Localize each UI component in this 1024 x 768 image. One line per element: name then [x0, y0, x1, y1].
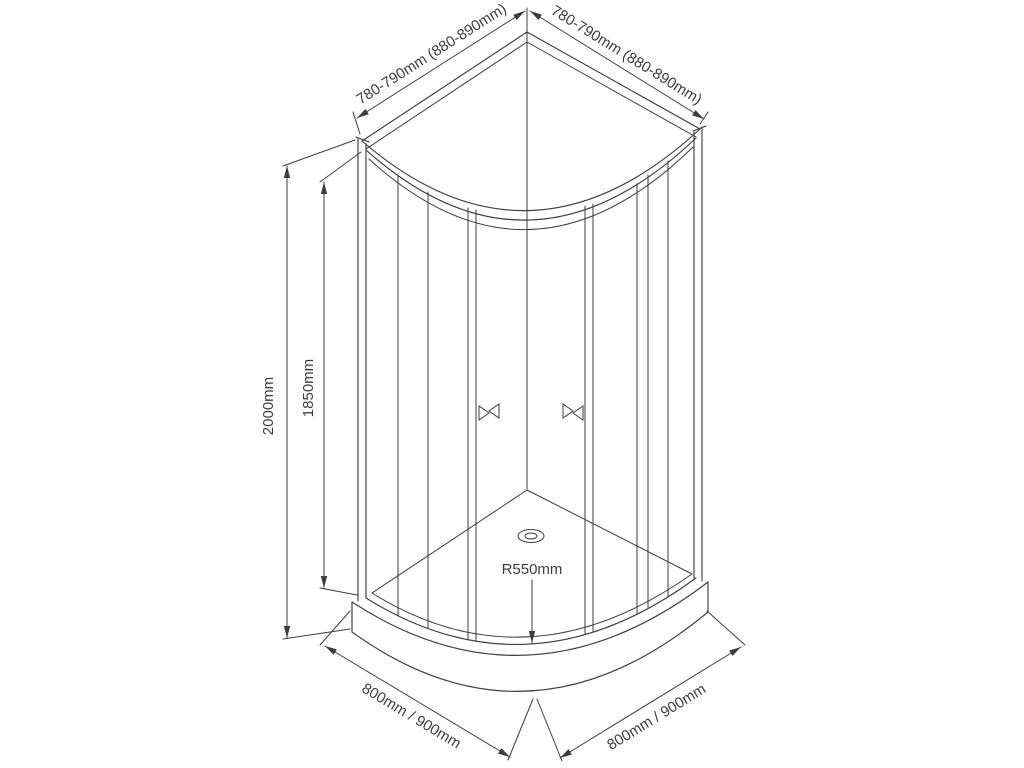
tray-rim-inner: [365, 577, 697, 646]
handle-knob: [562, 403, 574, 419]
dim-radius-label: R550mm: [502, 561, 563, 578]
extension-line: [706, 610, 746, 646]
rail-arc-inner: [365, 137, 697, 221]
tray-floor-left-edge: [371, 489, 528, 594]
handle-knob: [572, 405, 584, 421]
dim-height-glass-label: 1850mm: [300, 359, 317, 417]
dim-height-total-label: 2000mm: [260, 377, 277, 435]
tray-rim-outer: [351, 581, 709, 656]
tray-skirt-bottom: [351, 611, 709, 692]
extension-line: [319, 610, 351, 646]
extension-line: [282, 139, 356, 167]
dim-top-right: 780-790mm (880-890mm): [529, 2, 709, 125]
curved-top-rail: [361, 128, 701, 231]
handle-knob: [478, 405, 490, 421]
extension-line: [282, 628, 351, 640]
extension-line: [352, 111, 361, 135]
handle-knob: [488, 403, 500, 419]
rail-arc-outer: [361, 128, 701, 212]
dimension-line: [356, 10, 526, 119]
wall-top-edges: [361, 31, 701, 150]
dim-bottom-right-label: 800mm / 900mm: [604, 681, 709, 754]
left-wall-top-edge-inner: [365, 41, 528, 150]
left-frame-post: [355, 136, 370, 602]
drain: [517, 529, 545, 543]
dim-height-glass: 1850mm: [300, 151, 362, 596]
extension-line: [536, 698, 563, 762]
extension-line: [699, 111, 709, 125]
left-post-cap: [355, 136, 370, 143]
rail-arc-track: [368, 146, 694, 231]
right-frame-post: [692, 125, 707, 582]
dim-radius: R550mm: [502, 561, 563, 644]
door-handle-right: [562, 403, 584, 421]
drain-inner-ring: [524, 532, 538, 540]
dimension-line: [324, 645, 511, 758]
dimension-line: [559, 646, 742, 759]
drain-outer-ring: [517, 529, 545, 543]
dim-top-left-label: 780-790mm (880-890mm): [354, 0, 510, 108]
dim-top-right-label: 780-790mm (880-890mm): [548, 2, 705, 108]
door-handle-left: [478, 403, 500, 421]
dim-height-total: 2000mm: [260, 139, 356, 640]
dim-top-left: 780-790mm (880-890mm): [352, 0, 526, 135]
dim-bottom-left: 800mm / 900mm: [319, 610, 534, 761]
shower-tray: [351, 489, 709, 692]
extension-line: [319, 151, 362, 183]
extension-line: [507, 698, 534, 761]
dimension-line: [529, 10, 705, 120]
tray-floor-right-edge: [526, 489, 693, 575]
right-post-cap: [692, 125, 707, 132]
extension-line: [319, 587, 358, 596]
dim-bottom-left-label: 800mm / 900mm: [359, 680, 464, 753]
